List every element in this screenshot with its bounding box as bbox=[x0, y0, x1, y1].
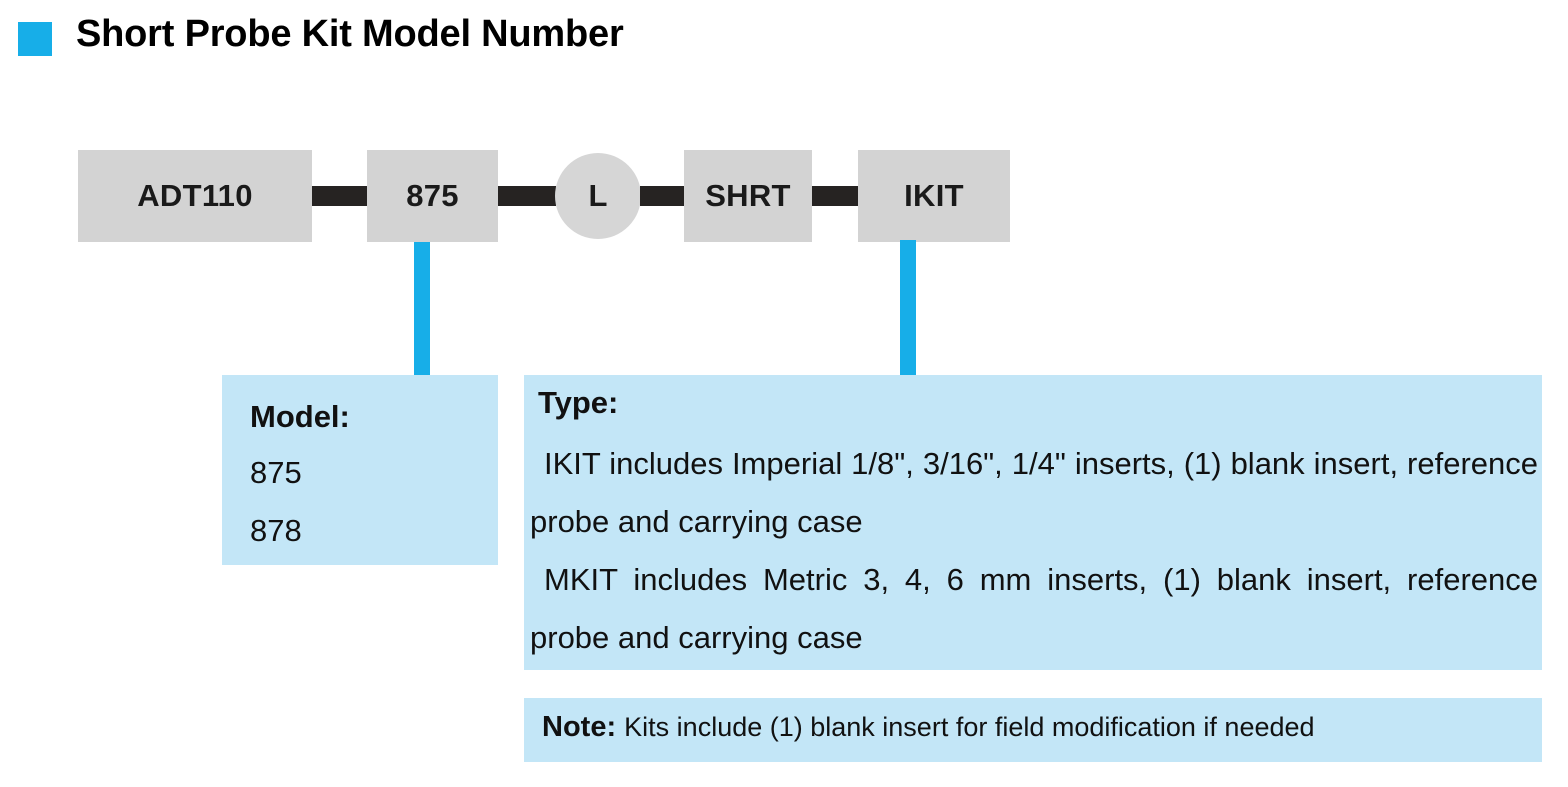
callout-note: Note: Kits include (1) blank insert for … bbox=[524, 698, 1542, 762]
connector-bar bbox=[498, 186, 556, 206]
connector-bar bbox=[312, 186, 369, 206]
square-bullet-icon bbox=[18, 22, 52, 56]
callout-note-text: Kits include (1) blank insert for field … bbox=[624, 712, 1315, 742]
callout-model: Model: 875 878 bbox=[222, 375, 498, 565]
segment-box-adt110: ADT110 bbox=[78, 150, 312, 242]
segment-box-shrt: SHRT bbox=[684, 150, 812, 242]
callout-stem-model bbox=[414, 242, 430, 378]
callout-note-label: Note: bbox=[542, 711, 625, 743]
callout-type-line: IKIT includes Imperial 1/8", 3/16", 1/4"… bbox=[530, 446, 1538, 539]
callout-model-value: 875 bbox=[250, 455, 302, 490]
callout-model-heading: Model: bbox=[250, 399, 350, 434]
page-title: Short Probe Kit Model Number bbox=[76, 13, 624, 55]
segment-circle-l: L bbox=[555, 153, 641, 239]
connector-bar bbox=[812, 186, 860, 206]
callout-type: Type: IKIT includes Imperial 1/8", 3/16"… bbox=[524, 375, 1542, 670]
callout-type-heading: Type: bbox=[538, 385, 619, 420]
segment-box-model: 875 bbox=[367, 150, 498, 242]
callout-type-body: IKIT includes Imperial 1/8", 3/16", 1/4"… bbox=[530, 435, 1538, 667]
callout-model-value: 878 bbox=[250, 513, 302, 548]
connector-bar bbox=[640, 186, 686, 206]
segment-box-ikit: IKIT bbox=[858, 150, 1010, 242]
page-header: Short Probe Kit Model Number bbox=[0, 0, 1568, 80]
callout-note-body: Note: Kits include (1) blank insert for … bbox=[542, 711, 1315, 744]
callout-type-line: MKIT includes Metric 3, 4, 6 mm inserts,… bbox=[530, 562, 1538, 655]
callout-stem-type bbox=[900, 240, 916, 378]
